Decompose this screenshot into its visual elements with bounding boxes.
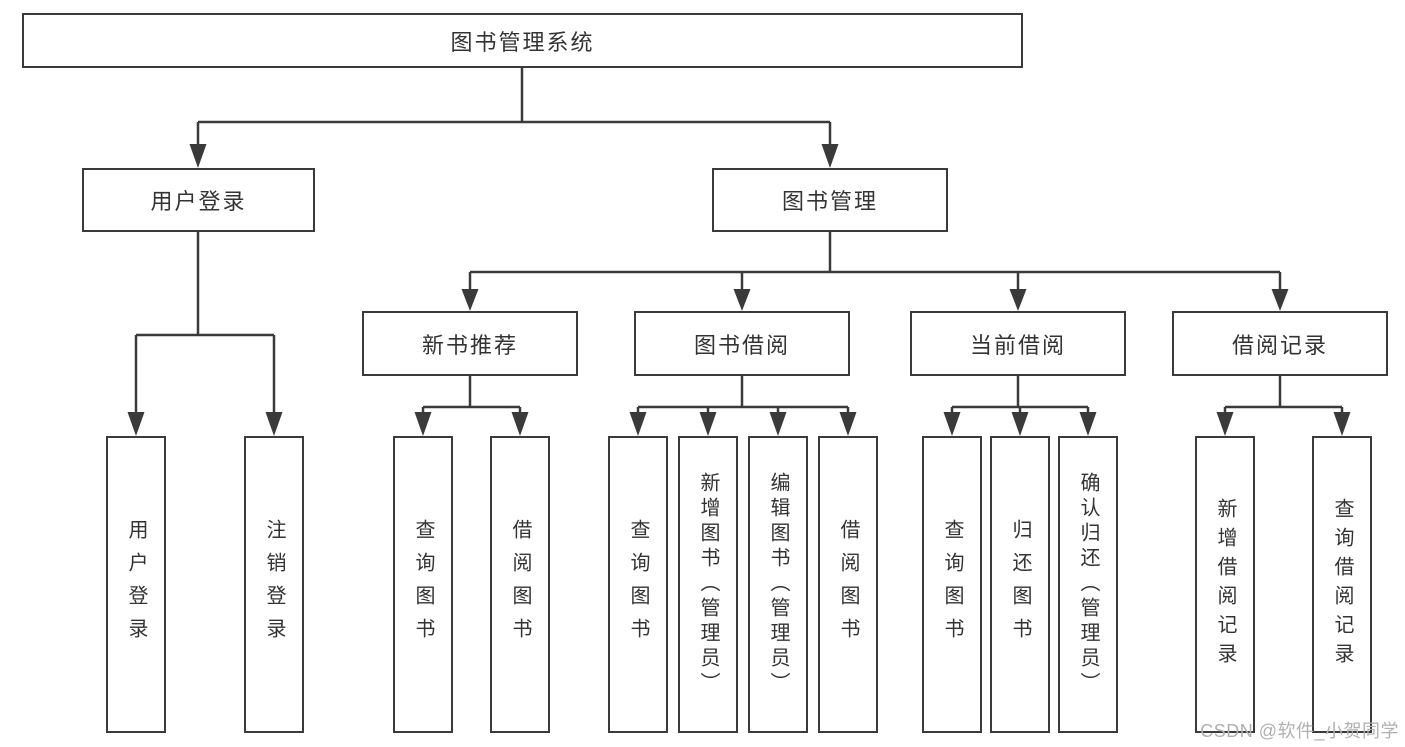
leaf-logout: 注销登录: [244, 436, 304, 733]
arrowhead-icon: [1079, 412, 1097, 436]
node-label: 新增借阅记录: [1214, 497, 1236, 672]
connector-book-management: [468, 232, 1282, 291]
arrowhead-icon: [414, 412, 432, 436]
arrowhead-icon: [265, 412, 283, 436]
connector-root-trunk: [196, 68, 832, 146]
node-book-borrow: 图书借阅: [634, 311, 850, 376]
arrowhead-icon: [127, 412, 145, 436]
arrowhead-icon: [189, 144, 207, 168]
node-label: 查询图书: [412, 518, 434, 651]
leaf-user-login: 用户登录: [106, 436, 166, 733]
node-label: 查询图书: [941, 518, 963, 651]
arrowhead-icon: [839, 412, 857, 436]
node-label: 用户登录: [150, 189, 247, 214]
leaf-borrow-books: 借阅图书: [490, 436, 550, 733]
arrowhead-icon: [629, 412, 647, 436]
node-label: 查询图书: [627, 518, 649, 651]
node-label: 归还图书: [1009, 518, 1031, 651]
arrowhead-icon: [1333, 412, 1351, 436]
leaf-return-books: 归还图书: [990, 436, 1050, 733]
node-label: 确认归还（管理员）: [1077, 472, 1099, 697]
connector-borrow-records: [1223, 376, 1344, 414]
node-label: 图书管理: [781, 189, 878, 214]
arrowhead-icon: [699, 412, 717, 436]
arrowhead-icon: [943, 412, 961, 436]
node-label: 借阅图书: [837, 518, 859, 651]
node-label: 图书管理系统: [450, 29, 595, 55]
node-label: 图书借阅: [693, 332, 790, 358]
node-user-login: 用户登录: [82, 168, 315, 232]
node-current-borrow: 当前借阅: [910, 311, 1126, 376]
node-label: 用户登录: [125, 518, 147, 651]
node-label: 当前借阅: [969, 332, 1066, 358]
node-label: 查询借阅记录: [1331, 497, 1353, 672]
connector-user-login: [134, 232, 276, 414]
node-borrow-records: 借阅记录: [1172, 311, 1388, 376]
arrowhead-icon: [733, 289, 751, 311]
leaf-edit-books-admin: 编辑图书（管理员）: [748, 436, 808, 733]
leaf-add-books-admin: 新增图书（管理员）: [678, 436, 738, 733]
arrowhead-icon: [1009, 289, 1027, 311]
node-book-management: 图书管理: [712, 168, 948, 232]
leaf-query-books: 查询图书: [393, 436, 453, 733]
node-label: 新书推荐: [421, 332, 518, 358]
node-label: 新增图书（管理员）: [697, 472, 719, 697]
leaf-query-books: 查询图书: [608, 436, 668, 733]
node-label: 借阅记录: [1231, 332, 1328, 358]
leaf-confirm-return-admin: 确认归还（管理员）: [1058, 436, 1118, 733]
node-label: 借阅图书: [509, 518, 531, 651]
leaf-add-borrow-record: 新增借阅记录: [1195, 436, 1255, 733]
arrowhead-icon: [1216, 412, 1234, 436]
node-label: 编辑图书（管理员）: [767, 472, 789, 697]
arrowhead-icon: [511, 412, 529, 436]
arrowhead-icon: [1011, 412, 1029, 436]
csdn-watermark: CSDN @软件_小贺同学: [1200, 721, 1399, 741]
node-book-management-system: 图书管理系统: [22, 13, 1023, 68]
leaf-query-books: 查询图书: [922, 436, 982, 733]
arrowhead-icon: [821, 144, 839, 168]
connector-current-borrow: [950, 376, 1090, 414]
node-label: 注销登录: [263, 518, 285, 651]
connector-book-borrow: [636, 376, 850, 414]
leaf-query-borrow-record: 查询借阅记录: [1312, 436, 1372, 733]
node-new-book-recommend: 新书推荐: [362, 311, 578, 376]
connector-new-book-recommend: [421, 376, 522, 414]
arrowhead-icon: [769, 412, 787, 436]
arrowhead-icon: [1271, 289, 1289, 311]
leaf-borrow-books: 借阅图书: [818, 436, 878, 733]
arrowhead-icon: [461, 289, 479, 311]
